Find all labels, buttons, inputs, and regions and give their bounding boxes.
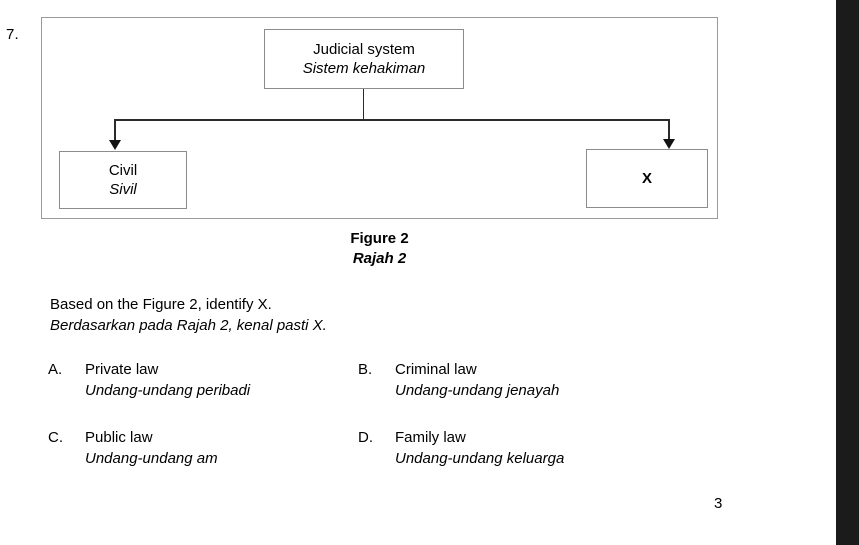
connector-drop-left [114,119,116,141]
diagram-node-root-label-en: Judicial system [313,41,415,58]
figure-caption: Figure 2 Rajah 2 [41,229,718,269]
connector-stem [363,89,364,120]
option-c-letter: C. [48,429,63,446]
diagram-node-left: Civil Sivil [59,151,187,209]
connector-horizontal-bus [114,119,669,121]
option-b-label-ms: Undang-undang jenayah [395,382,560,399]
option-c[interactable]: C. Public law Undang-undang am [48,427,218,469]
scan-edge-artifact [836,0,859,545]
option-a-label-en: Private law [85,361,159,378]
page-number: 3 [714,495,723,512]
question-stem-ms: Berdasarkan pada Rajah 2, kenal pasti X. [50,317,327,334]
option-a-label-ms: Undang-undang peribadi [85,382,251,399]
diagram-node-left-label-ms: Sivil [109,181,137,198]
option-b[interactable]: B. Criminal law Undang-undang jenayah [358,359,559,401]
option-d-letter: D. [358,429,373,446]
figure-caption-en: Figure 2 [350,230,409,247]
diagram-node-left-label-en: Civil [108,162,138,179]
arrow-down-icon-right [663,139,675,149]
option-d-label-ms: Undang-undang keluarga [395,450,565,467]
diagram-node-right-label: X [641,170,652,187]
figure-caption-ms: Rajah 2 [352,250,407,267]
option-b-letter: B. [358,361,373,378]
diagram-node-right-unknown: X [586,149,708,208]
scan-edge-gap [834,0,836,545]
diagram-node-root: Judicial system Sistem kehakiman [264,29,464,89]
question-stem-en: Based on the Figure 2, identify X. [50,296,272,313]
option-c-label-en: Public law [85,429,153,446]
question-stem: Based on the Figure 2, identify X. Berda… [50,294,327,336]
option-c-label-ms: Undang-undang am [85,450,218,467]
question-number: 7. [6,26,19,43]
option-a[interactable]: A. Private law Undang-undang peribadi [48,359,250,401]
arrow-down-icon-left [109,140,121,150]
connector-drop-right [668,119,670,141]
option-d[interactable]: D. Family law Undang-undang keluarga [358,427,564,469]
option-b-label-en: Criminal law [395,361,477,378]
diagram-node-root-label-ms: Sistem kehakiman [302,60,426,77]
option-d-label-en: Family law [395,429,466,446]
figure-frame: Judicial system Sistem kehakiman Civil S… [41,17,718,219]
option-a-letter: A. [48,361,63,378]
